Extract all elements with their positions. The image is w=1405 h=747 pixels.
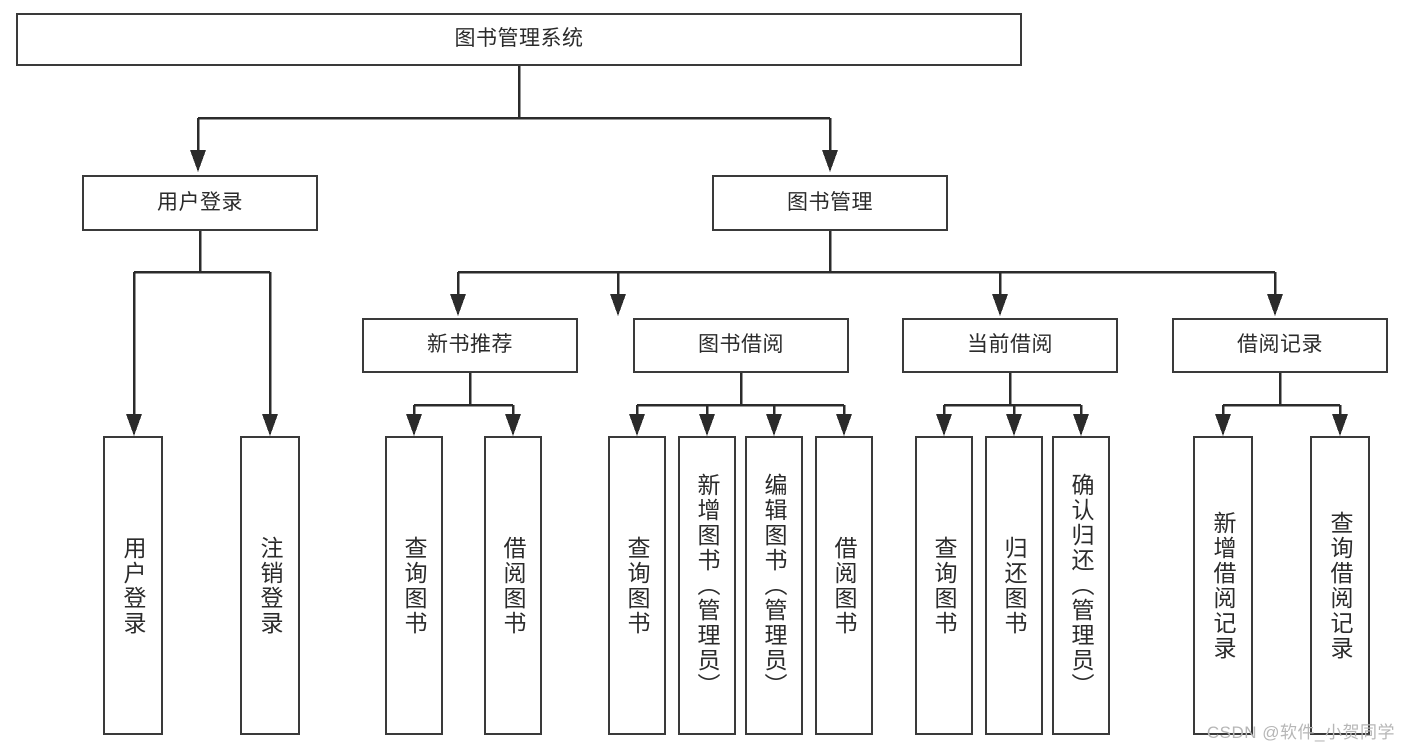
level3-node-label: 借阅记录 bbox=[1237, 333, 1323, 357]
arrowhead-icon bbox=[1006, 414, 1022, 436]
arrowhead-icon bbox=[699, 414, 715, 436]
leaf-node-label: 借阅图书 bbox=[500, 535, 527, 636]
root-node[interactable]: 图书管理系统 bbox=[16, 13, 1022, 66]
leaf-node[interactable]: 查询借阅记录 bbox=[1310, 436, 1370, 735]
leaf-node-label: 确认归还（管理员） bbox=[1068, 473, 1095, 698]
leaf-node[interactable]: 用户登录 bbox=[103, 436, 163, 735]
arrowhead-icon bbox=[262, 414, 278, 436]
level3-node[interactable]: 当前借阅 bbox=[902, 318, 1118, 373]
leaf-node[interactable]: 归还图书 bbox=[985, 436, 1043, 735]
arrowhead-icon bbox=[992, 294, 1008, 316]
level2-node[interactable]: 图书管理 bbox=[712, 175, 948, 231]
arrowhead-icon bbox=[1267, 294, 1283, 316]
watermark-label: CSDN @软件_小贺同学 bbox=[1206, 723, 1395, 742]
level3-node[interactable]: 图书借阅 bbox=[633, 318, 849, 373]
leaf-node-label: 查询图书 bbox=[624, 535, 651, 636]
arrowhead-icon bbox=[629, 414, 645, 436]
leaf-node-label: 用户登录 bbox=[120, 535, 147, 636]
level3-node-label: 新书推荐 bbox=[427, 333, 513, 357]
leaf-node-label: 查询图书 bbox=[401, 535, 428, 636]
arrowhead-icon bbox=[1332, 414, 1348, 436]
level2-node-label: 图书管理 bbox=[787, 190, 873, 214]
leaf-node-label: 编辑图书（管理员） bbox=[761, 473, 788, 698]
leaf-node[interactable]: 查询图书 bbox=[915, 436, 973, 735]
arrowhead-icon bbox=[610, 294, 626, 316]
leaf-node-label: 借阅图书 bbox=[831, 535, 858, 636]
arrowhead-icon bbox=[836, 414, 852, 436]
leaf-node[interactable]: 注销登录 bbox=[240, 436, 300, 735]
arrowhead-icon bbox=[190, 150, 206, 172]
leaf-node[interactable]: 确认归还（管理员） bbox=[1052, 436, 1110, 735]
arrowhead-icon bbox=[822, 150, 838, 172]
connector-arrowheads bbox=[126, 150, 1348, 436]
arrowhead-icon bbox=[1073, 414, 1089, 436]
arrowhead-icon bbox=[505, 414, 521, 436]
leaf-node-label: 新增图书（管理员） bbox=[694, 473, 721, 698]
level3-node-label: 图书借阅 bbox=[698, 333, 784, 357]
arrowhead-icon bbox=[406, 414, 422, 436]
arrowhead-icon bbox=[936, 414, 952, 436]
leaf-node-label: 查询借阅记录 bbox=[1327, 510, 1354, 661]
leaf-node[interactable]: 借阅图书 bbox=[815, 436, 873, 735]
level3-node-label: 当前借阅 bbox=[967, 333, 1053, 357]
leaf-node[interactable]: 编辑图书（管理员） bbox=[745, 436, 803, 735]
arrowhead-icon bbox=[1215, 414, 1231, 436]
leaf-node[interactable]: 查询图书 bbox=[385, 436, 443, 735]
arrowhead-icon bbox=[450, 294, 466, 316]
root-node-label: 图书管理系统 bbox=[454, 27, 584, 51]
leaf-node[interactable]: 新增借阅记录 bbox=[1193, 436, 1253, 735]
leaf-node[interactable]: 借阅图书 bbox=[484, 436, 542, 735]
level2-node-label: 用户登录 bbox=[157, 190, 243, 214]
level2-node[interactable]: 用户登录 bbox=[82, 175, 318, 231]
leaf-node[interactable]: 新增图书（管理员） bbox=[678, 436, 736, 735]
level3-node[interactable]: 新书推荐 bbox=[362, 318, 578, 373]
leaf-node-label: 新增借阅记录 bbox=[1210, 510, 1237, 661]
level3-node[interactable]: 借阅记录 bbox=[1172, 318, 1388, 373]
leaf-node-label: 注销登录 bbox=[257, 535, 284, 636]
leaf-node-label: 归还图书 bbox=[1001, 535, 1028, 636]
arrowhead-icon bbox=[126, 414, 142, 436]
arrowhead-icon bbox=[766, 414, 782, 436]
leaf-node[interactable]: 查询图书 bbox=[608, 436, 666, 735]
leaf-node-label: 查询图书 bbox=[931, 535, 958, 636]
